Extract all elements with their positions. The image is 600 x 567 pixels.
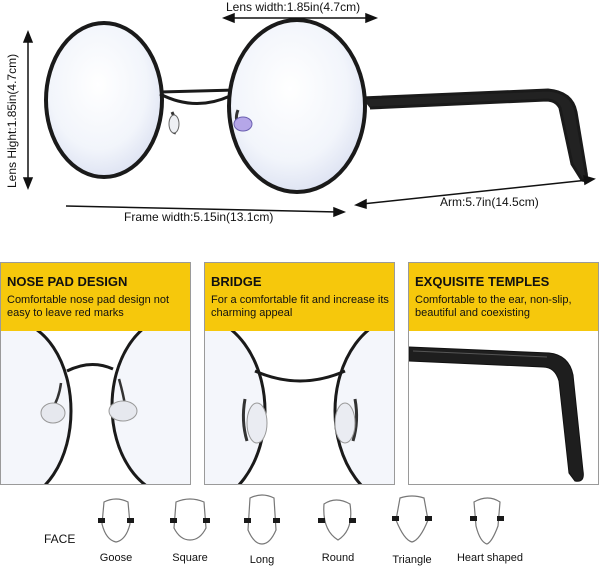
panel-temples: EXQUISITE TEMPLES Comfortable to the ear… bbox=[408, 262, 599, 485]
lens-height-label: Lens Hight:1.85in(4.7cm) bbox=[5, 53, 19, 188]
panel-description: Comfortable nose pad design not easy to … bbox=[7, 294, 170, 319]
panel-header bbox=[1, 263, 190, 331]
right-arm bbox=[361, 88, 588, 182]
panel-title: BRIDGE bbox=[211, 274, 262, 289]
lens-width-label: Lens width:1.85in(4.7cm) bbox=[226, 0, 361, 14]
panel-title: EXQUISITE TEMPLES bbox=[415, 274, 550, 289]
face-square-icon bbox=[173, 498, 207, 541]
panel-description: For a comfortable fit and increase its c… bbox=[211, 294, 389, 319]
bridge-closeup bbox=[205, 331, 394, 484]
face-label-long: Long bbox=[249, 554, 275, 566]
face-round-icon bbox=[323, 499, 352, 541]
face-goose-icon bbox=[101, 498, 131, 543]
panel-bridge: BRIDGE For a comfortable fit and increas… bbox=[204, 262, 395, 485]
face-label-square: Square bbox=[172, 552, 208, 564]
panel-title: NOSE PAD DESIGN bbox=[7, 274, 128, 289]
face-triangle-icon bbox=[395, 495, 429, 543]
face-label: FACE bbox=[44, 532, 76, 546]
panel-nose-pad: NOSE PAD DESIGN Comfortable nose pad des… bbox=[0, 262, 191, 485]
temple-closeup bbox=[409, 346, 584, 482]
left-lens bbox=[44, 21, 164, 179]
face-label-goose: Goose bbox=[99, 552, 133, 564]
frame-width-label: Frame width:5.15in(13.1cm) bbox=[124, 210, 274, 224]
face-label-triangle: Triangle bbox=[392, 554, 432, 566]
face-heart-icon bbox=[473, 497, 501, 545]
panel-header bbox=[409, 263, 598, 331]
face-label-round: Round bbox=[321, 552, 355, 564]
face-long-icon bbox=[247, 494, 277, 545]
panel-description: Comfortable to the ear, non-slip, beauti… bbox=[415, 294, 572, 319]
panel-header bbox=[205, 263, 394, 331]
face-label-heart-shaped: Heart shaped bbox=[456, 552, 524, 564]
face-shapes bbox=[98, 494, 504, 545]
arm-length-label: Arm:5.7in(14.5cm) bbox=[440, 195, 539, 209]
nose-pad-closeup bbox=[1, 331, 190, 484]
bridge bbox=[159, 92, 231, 106]
right-lens bbox=[227, 18, 367, 194]
glasses-illustration bbox=[22, 12, 596, 218]
